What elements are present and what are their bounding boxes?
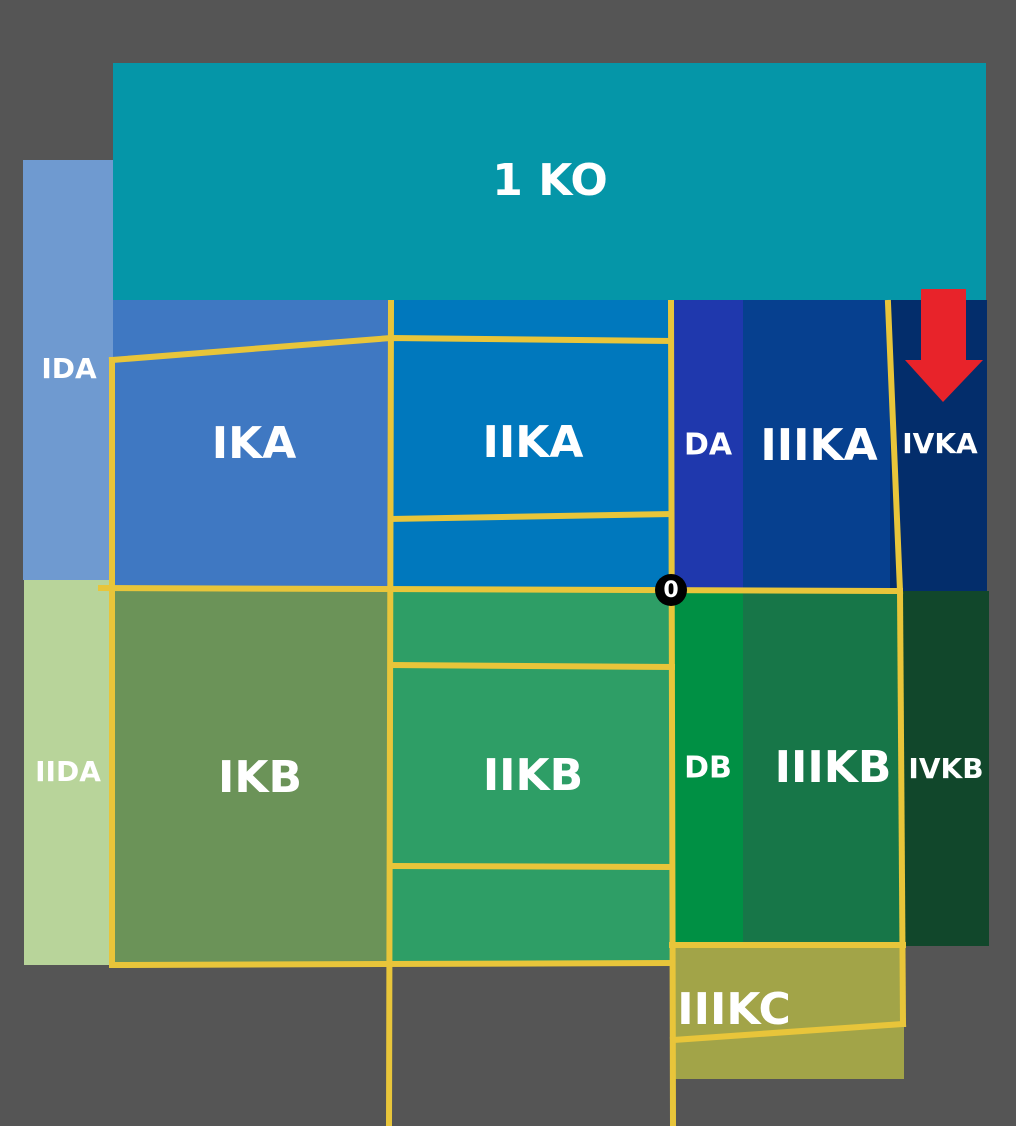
zone-label-db: DB [684,751,732,786]
zone-ikb [112,590,392,965]
zone-label-ida: IDA [41,352,97,385]
zone-label-iikb: IIKB [483,750,583,801]
zone-label-da: DA [684,428,733,463]
boundary-iiikb-right [896,587,907,1028]
zone-label-iika: IIKA [483,417,584,468]
zone-ko [113,63,986,300]
boundary-iikb-upper [387,661,676,671]
zone-ivkb [900,591,989,946]
down-arrow-icon [905,289,983,402]
boundary-col-ii-right [667,299,677,1126]
boundary-iiika-right [884,299,904,595]
boundary-iika-inner [387,510,674,523]
zone-label-ivkb: IVKB [908,752,983,785]
zone-label-iiikc: IIIKC [677,984,791,1035]
zone-label-ika: IKA [212,418,297,469]
zone-label-ikb: IKB [218,752,302,803]
zone-label-iida: IIDA [35,755,101,788]
zone-da [672,300,743,590]
zone-db [672,590,743,945]
zone-label-ko: 1 KO [492,155,607,206]
zone-iika [391,300,673,590]
origin-marker: 0 [655,574,687,606]
boundary-middle-zero [97,584,904,595]
zone-iiika [743,300,891,590]
boundary-iikb-lower [387,862,676,871]
zone-label-iiikb: IIIKB [775,742,892,793]
boundary-lines [97,299,907,1126]
zone-label-iiika: IIIKA [760,420,877,471]
boundary-iiikc-slant [669,1020,907,1044]
boundary-col-ii-left [385,299,395,1126]
zone-ida [23,160,113,580]
zone-label-ivka: IVKA [902,427,978,460]
zone-iiikc [672,945,904,1079]
zone-iikb [391,590,673,965]
zone-iida [24,580,113,965]
zone-iiikb [743,590,903,945]
origin-label: 0 [663,578,678,603]
